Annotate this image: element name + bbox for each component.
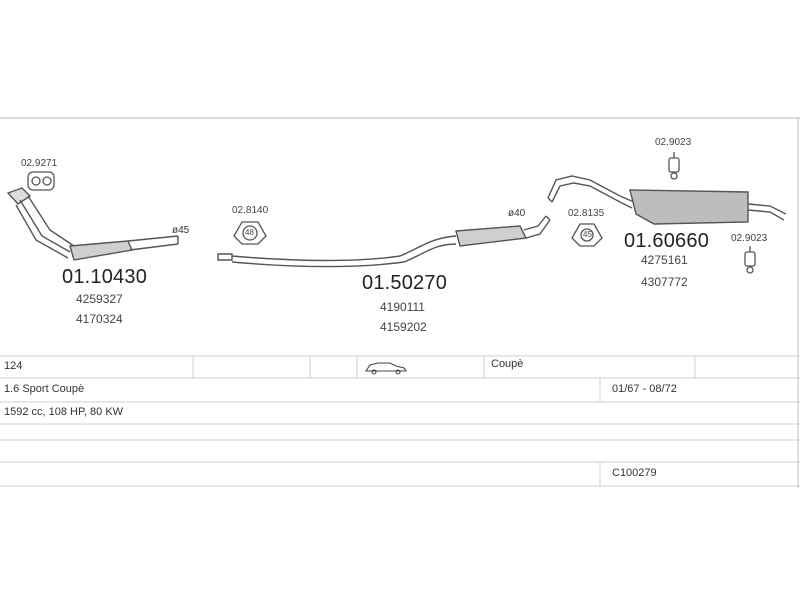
diameter-label-45: ø45 bbox=[172, 225, 190, 236]
front-pipe-drawing bbox=[6, 187, 179, 261]
table-engine: 1592 cc, 108 HP, 80 KW bbox=[4, 406, 124, 418]
middle-pipe-number: 01.50270 bbox=[362, 272, 448, 294]
gasket-drawing bbox=[233, 221, 267, 245]
car-icon bbox=[364, 362, 408, 375]
hanger-side-part-number: 02.9023 bbox=[731, 233, 768, 244]
middle-pipe-ref-1: 4190111 bbox=[380, 300, 425, 314]
spec-table-grid bbox=[0, 355, 800, 487]
table-variant: 1.6 Sport Coupè bbox=[4, 383, 85, 395]
table-body: Coupè bbox=[491, 358, 524, 370]
gasket-part-number: 02.8140 bbox=[232, 205, 269, 216]
table-code: C100279 bbox=[612, 467, 657, 479]
middle-pipe-drawing bbox=[217, 215, 551, 268]
front-pipe-ref-1: 4259327 bbox=[76, 292, 123, 306]
front-pipe-number: 01.10430 bbox=[62, 266, 148, 288]
rear-silencer-ref-1: 4275161 bbox=[641, 253, 688, 267]
rear-silencer-number: 01.60660 bbox=[624, 230, 710, 252]
gasket-size: 48 bbox=[245, 228, 254, 237]
ring-part-number: 02.8135 bbox=[568, 208, 605, 219]
table-years: 01/67 - 08/72 bbox=[612, 383, 677, 395]
ring-drawing bbox=[571, 223, 603, 247]
hanger-side-drawing bbox=[744, 246, 756, 274]
clamp-part-number: 02.9271 bbox=[21, 158, 58, 169]
hanger-top-part-number: 02.9023 bbox=[655, 137, 692, 148]
middle-pipe-ref-2: 4159202 bbox=[380, 320, 427, 334]
ring-size: 45 bbox=[583, 230, 592, 239]
rear-silencer-ref-2: 4307772 bbox=[641, 275, 688, 289]
diameter-label-40: ø40 bbox=[508, 208, 526, 219]
front-pipe-ref-2: 4170324 bbox=[76, 312, 123, 326]
clamp-drawing bbox=[27, 171, 55, 191]
rear-silencer-drawing bbox=[547, 175, 787, 225]
hanger-top-drawing bbox=[668, 152, 680, 180]
table-model: 124 bbox=[4, 360, 23, 372]
